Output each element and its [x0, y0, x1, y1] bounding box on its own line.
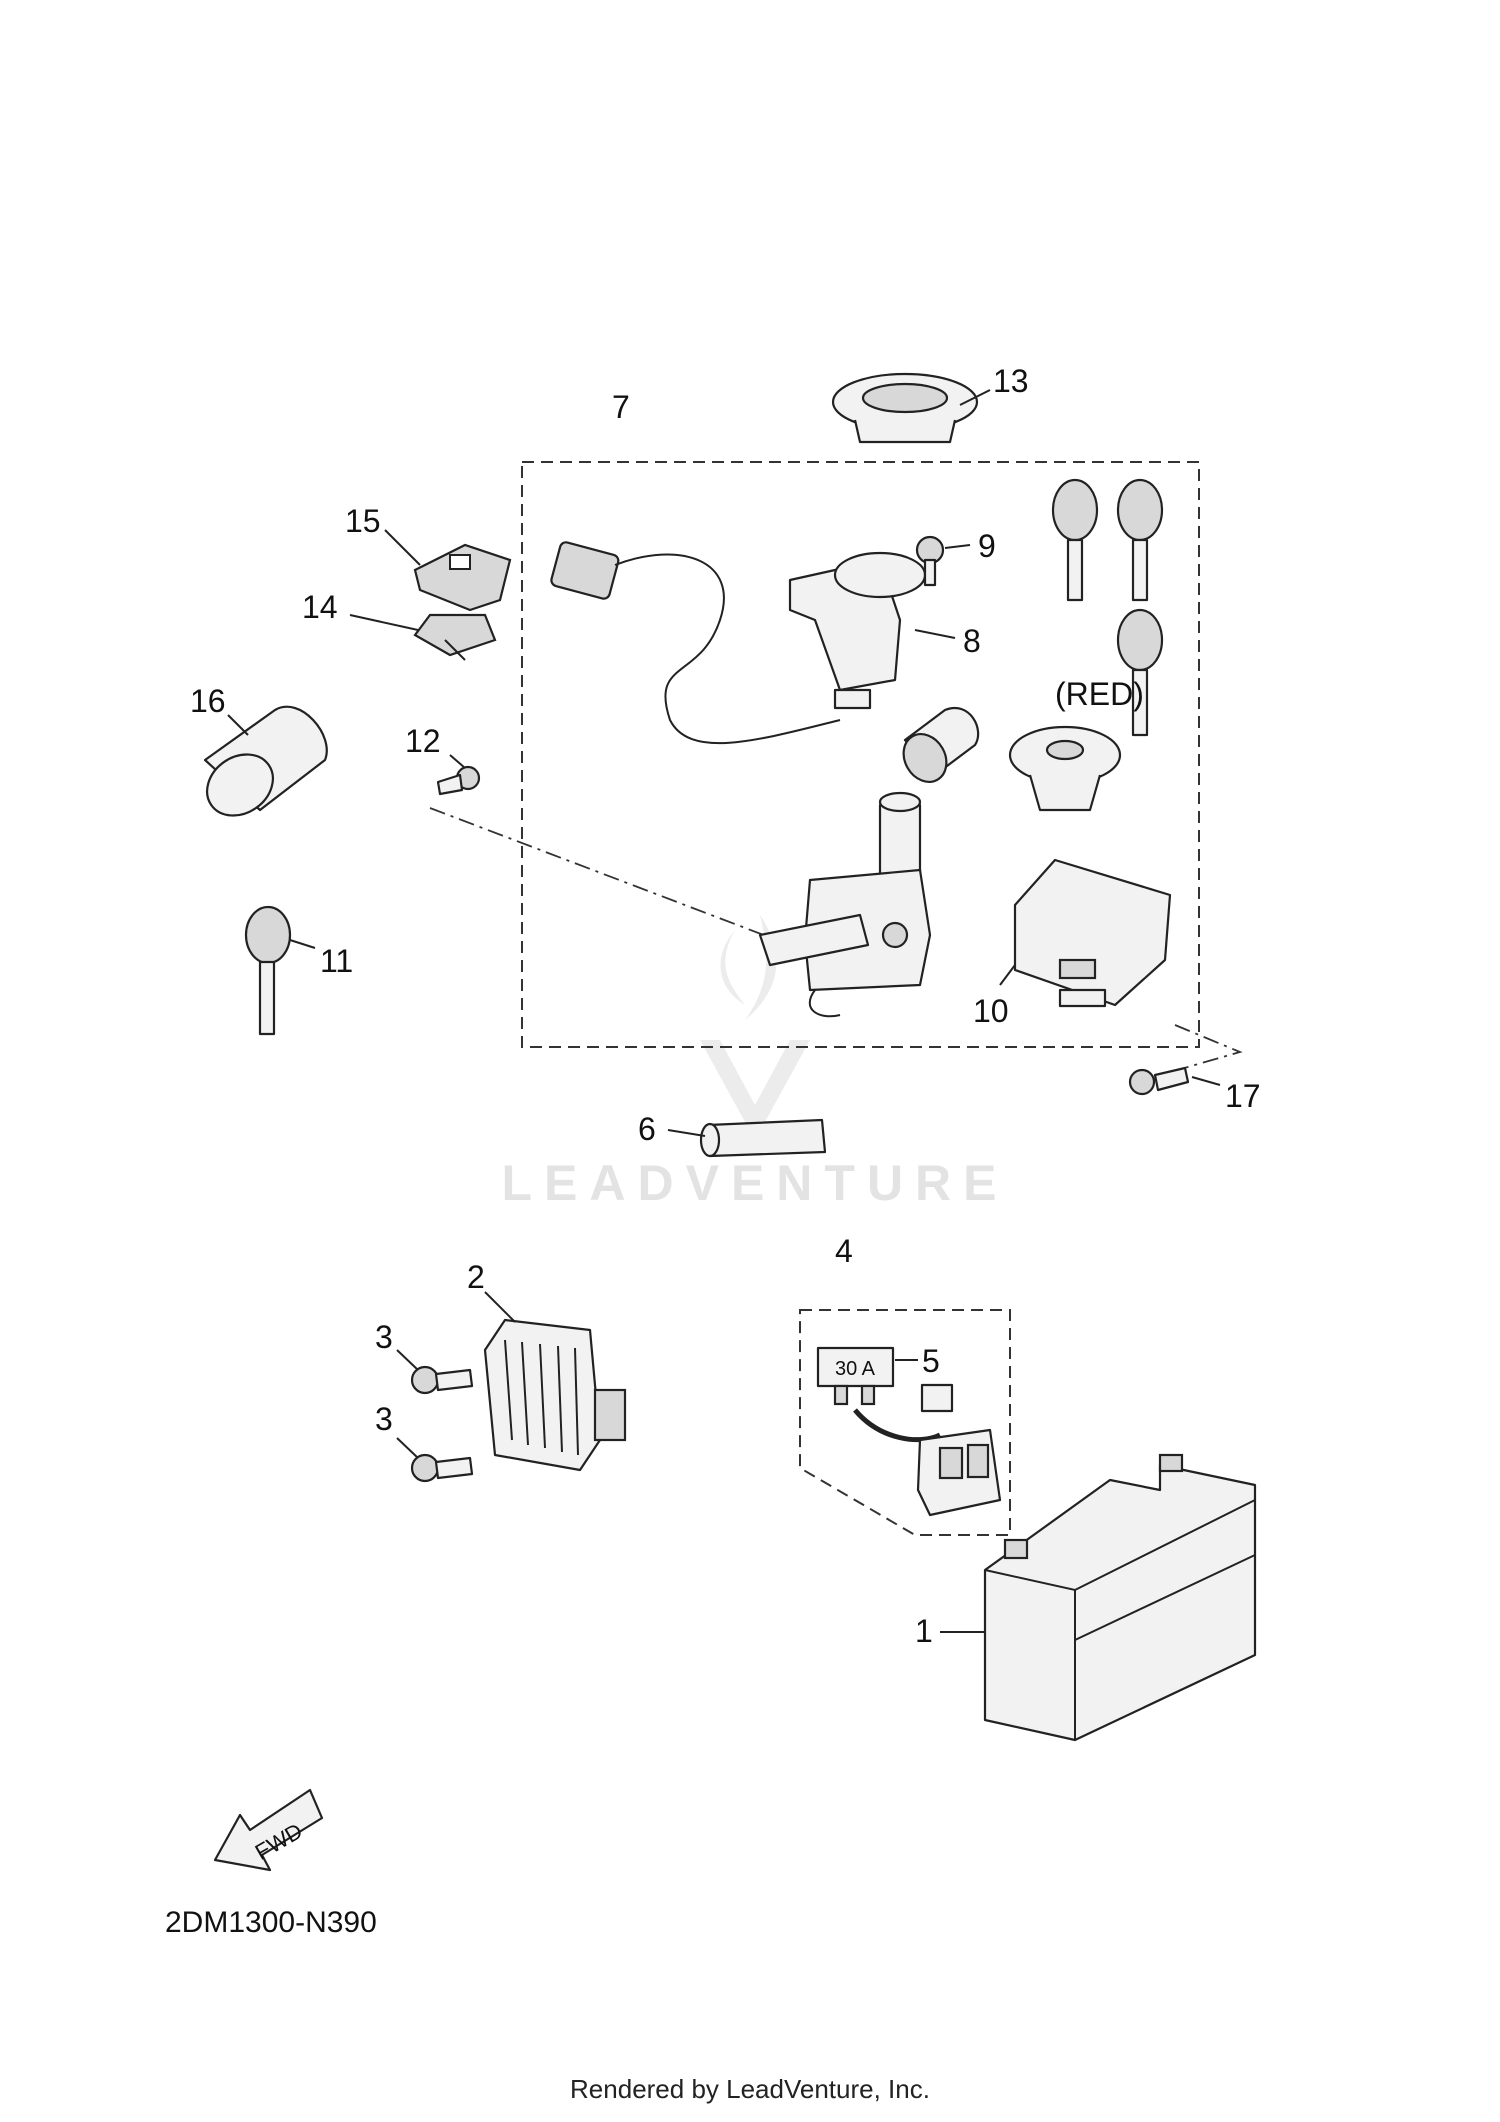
- part-12-screw: [436, 765, 481, 796]
- part-9-screw: [915, 535, 945, 587]
- starter-relay: [853, 1383, 1002, 1517]
- lock-cylinder-seat: [1008, 725, 1122, 812]
- steering-lock-assembly: [758, 791, 932, 1018]
- part-11-key: [244, 905, 292, 1036]
- part-2-rectifier: [483, 1318, 627, 1472]
- callout-3-lower: 3: [375, 1401, 393, 1437]
- part-14-holder-lower: [413, 613, 497, 661]
- callout-16: 16: [190, 683, 226, 719]
- part-15-holder-upper: [413, 543, 512, 612]
- callout-6: 6: [638, 1111, 656, 1147]
- callout-1: 1: [915, 1613, 933, 1649]
- part-8-main-switch: [550, 541, 927, 745]
- kit-keys: [1051, 478, 1164, 737]
- lock-cylinder-small: [902, 706, 980, 783]
- callout-2: 2: [467, 1259, 485, 1295]
- callout-15: 15: [345, 503, 381, 539]
- kit-7-boundary: [521, 461, 1200, 1048]
- callout-11: 11: [320, 943, 353, 979]
- callout-13: 13: [993, 363, 1029, 399]
- watermark-logo: LEADVENTURE: [501, 915, 1008, 1211]
- callout-9: 9: [978, 528, 996, 564]
- part-5-fuse: 30 A: [816, 1346, 895, 1406]
- callout-8: 8: [963, 623, 981, 659]
- part-16-cylinder: [203, 705, 328, 817]
- callout-12: 12: [405, 723, 441, 759]
- part-13-key-cover: [831, 372, 979, 444]
- part-6-tube: [699, 1118, 827, 1158]
- callout-17: 17: [1225, 1078, 1261, 1114]
- part-1-battery: [983, 1453, 1257, 1742]
- part-10-ecu: [1013, 858, 1172, 1008]
- callout-14: 14: [302, 589, 338, 625]
- fuse-rating-label: 30 A: [835, 1358, 876, 1380]
- part-17-bolt: [1128, 1066, 1190, 1096]
- callout-4: 4: [835, 1233, 853, 1269]
- red-key-label: (RED): [1055, 676, 1144, 712]
- kit-4-boundary: [799, 1309, 1011, 1536]
- diagram-code: 2DM1300-N390: [165, 1906, 377, 1939]
- callout-7: 7: [612, 389, 630, 425]
- watermark-text: LEADVENTURE: [501, 1155, 1008, 1211]
- part-3-screw-lower: [410, 1453, 474, 1483]
- part-3-screw-upper: [410, 1365, 474, 1395]
- callout-10: 10: [973, 993, 1009, 1029]
- forward-arrow-icon: FWD: [213, 1788, 324, 1872]
- callout-3-upper: 3: [375, 1319, 393, 1355]
- render-credit: Rendered by LeadVenture, Inc.: [570, 2074, 930, 2104]
- callout-5: 5: [922, 1343, 940, 1379]
